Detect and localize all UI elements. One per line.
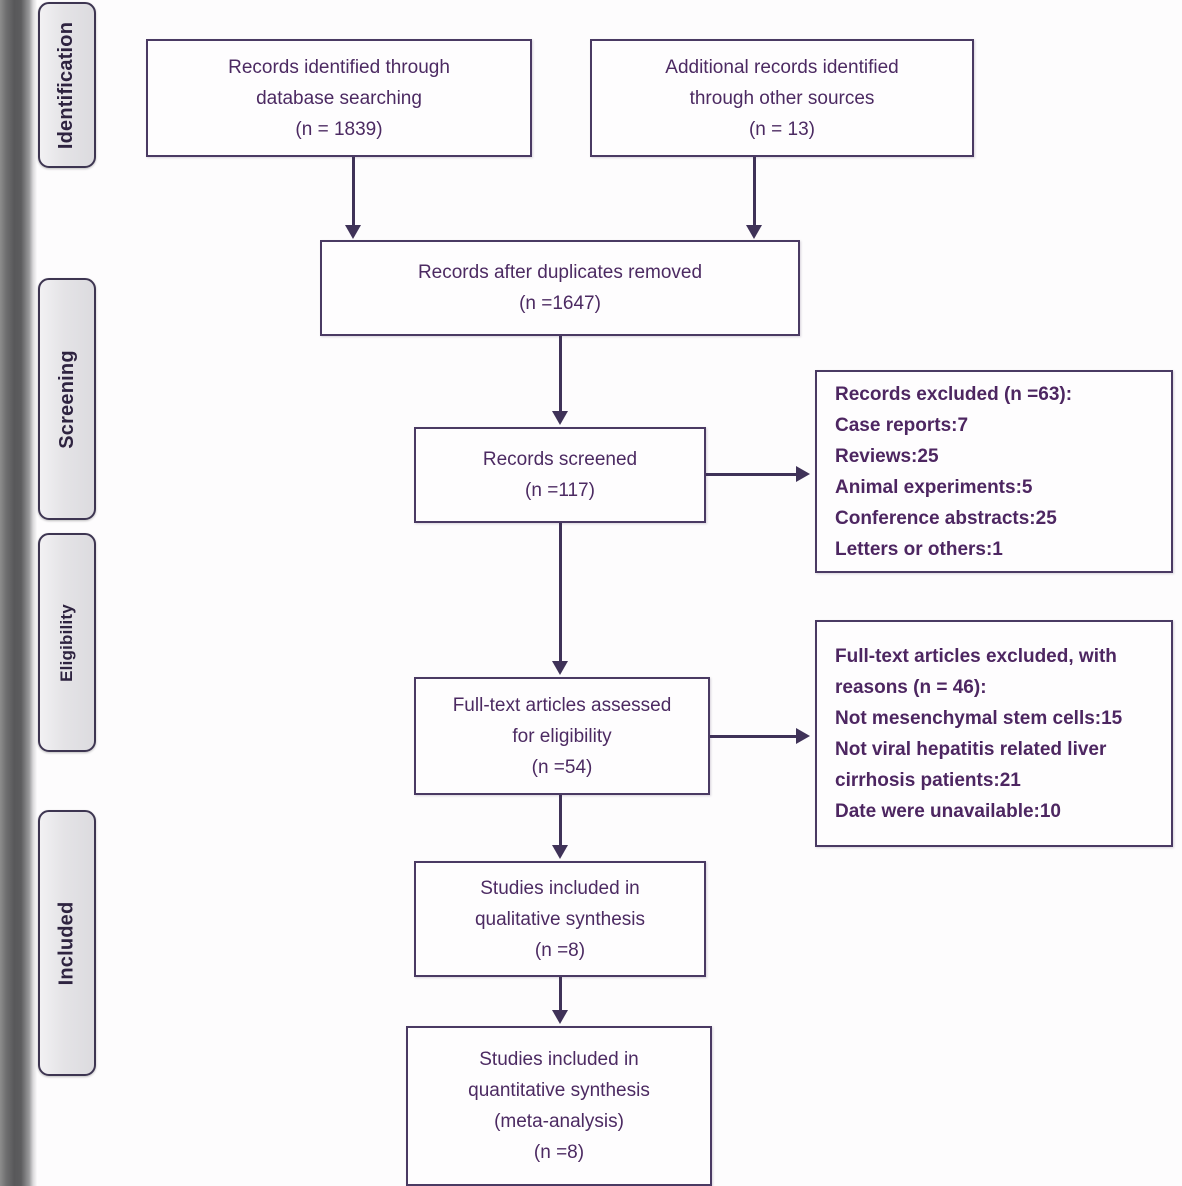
- node-quantitative-synthesis: Studies included in quantitative synthes…: [406, 1026, 712, 1186]
- node-line: Conference abstracts:25: [835, 507, 1057, 529]
- node-line: Studies included in: [479, 1049, 639, 1070]
- node-line: Case reports:7: [835, 414, 969, 436]
- node-line: (n = 13): [748, 118, 815, 140]
- node-line: Not mesenchymal stem cells:15: [835, 707, 1123, 729]
- stage-label-screening: Screening: [55, 349, 78, 449]
- arrowhead-down-icon: [746, 225, 762, 239]
- connector-other-to-duplicates: [753, 157, 756, 227]
- node-line: qualitative synthesis: [474, 908, 646, 930]
- connector-fulltext-to-fulltext-excluded: [710, 735, 798, 738]
- node-line: (n =117): [525, 480, 595, 501]
- node-line: for eligibility: [512, 725, 612, 747]
- node-line: (n =8): [534, 939, 586, 961]
- arrowhead-down-icon: [552, 845, 568, 859]
- node-line: (n =1647): [519, 293, 601, 314]
- arrowhead-down-icon: [552, 411, 568, 425]
- arrowhead-right-icon: [796, 466, 810, 482]
- stage-tab-screening: Screening: [38, 278, 96, 520]
- node-qualitative-synthesis: Studies included in qualitative synthesi…: [414, 861, 706, 977]
- node-line: Date were unavailable:10: [835, 800, 1061, 822]
- node-line: Letters or others:1: [835, 538, 1003, 560]
- node-line: cirrhosis patients:21: [835, 769, 1021, 791]
- connector-fulltext-to-qualitative: [559, 795, 562, 847]
- node-line: Records identified through: [228, 56, 450, 78]
- node-line: through other sources: [689, 87, 875, 109]
- node-line: Studies included in: [480, 877, 640, 899]
- connector-duplicates-to-screened: [559, 336, 562, 413]
- arrowhead-down-icon: [345, 225, 361, 239]
- node-line: quantitative synthesis: [468, 1080, 650, 1101]
- node-fulltext-assessed: Full-text articles assessed for eligibil…: [414, 677, 710, 795]
- page-binding-shadow: [0, 0, 34, 1186]
- node-line: Records excluded (n =63):: [835, 383, 1073, 405]
- node-line: (n =8): [533, 1142, 585, 1163]
- stage-tab-eligibility: Eligibility: [38, 533, 96, 752]
- node-line: Full-text articles excluded, with: [835, 645, 1117, 667]
- node-line: database searching: [256, 87, 422, 109]
- arrowhead-down-icon: [552, 661, 568, 675]
- node-duplicates-removed: Records after duplicates removed (n =164…: [320, 240, 800, 336]
- node-database-records: Records identified through database sear…: [146, 39, 532, 157]
- arrowhead-right-icon: [796, 728, 810, 744]
- node-line: (meta-analysis): [494, 1111, 624, 1132]
- node-other-records: Additional records identified through ot…: [590, 39, 974, 157]
- connector-screened-to-excluded: [706, 473, 798, 476]
- connector-db-to-duplicates: [352, 157, 355, 227]
- stage-label-included: Included: [55, 901, 78, 985]
- arrowhead-down-icon: [552, 1010, 568, 1024]
- node-records-excluded: Records excluded (n =63): Case reports:7…: [815, 370, 1173, 573]
- stage-label-identification: Identification: [55, 21, 78, 149]
- connector-screened-to-fulltext: [559, 523, 562, 663]
- node-line: Animal experiments:5: [835, 476, 1033, 498]
- node-line: Records screened: [482, 449, 638, 470]
- stage-label-eligibility: Eligibility: [57, 603, 77, 682]
- node-line: Not viral hepatitis related liver: [835, 738, 1107, 760]
- node-line: Additional records identified: [665, 56, 899, 78]
- node-line: Full-text articles assessed: [452, 694, 672, 716]
- stage-tab-identification: Identification: [38, 2, 96, 168]
- page-binding-edge: [33, 0, 37, 1186]
- node-records-screened: Records screened (n =117): [414, 427, 706, 523]
- stage-tab-included: Included: [38, 810, 96, 1076]
- connector-qualitative-to-quantitative: [559, 977, 562, 1012]
- node-line: Records after duplicates removed: [417, 262, 703, 283]
- node-fulltext-excluded: Full-text articles excluded, with reason…: [815, 620, 1173, 847]
- node-line: Reviews:25: [835, 445, 939, 467]
- node-line: (n = 1839): [295, 118, 383, 140]
- node-line: reasons (n = 46):: [835, 676, 987, 698]
- node-line: (n =54): [531, 756, 593, 778]
